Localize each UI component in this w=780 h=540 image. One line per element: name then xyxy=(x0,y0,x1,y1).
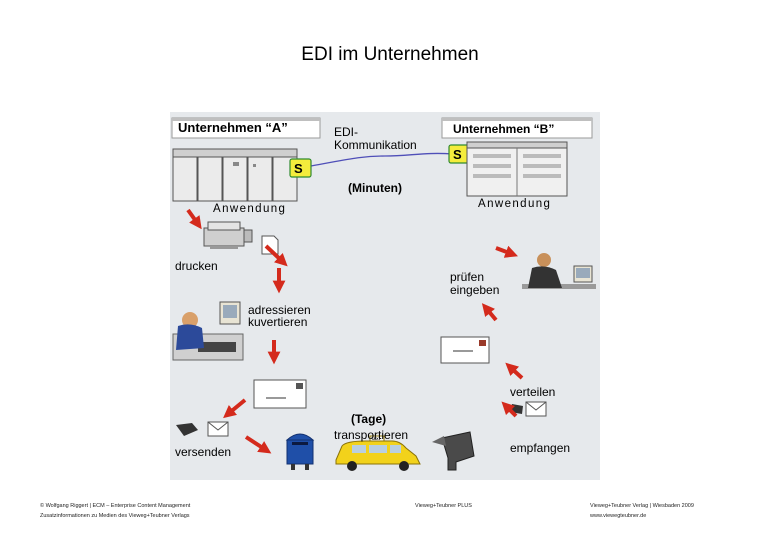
flow-arrow xyxy=(505,362,524,380)
office-worker-icon xyxy=(172,301,244,361)
days-label: (Tage) xyxy=(351,412,387,426)
hand-with-letter-icon xyxy=(510,401,547,417)
diagram-graphics xyxy=(171,117,596,471)
company-b-label: Unternehmen “B” xyxy=(453,122,555,136)
printer-icon xyxy=(203,221,253,249)
step-receive-label: empfangen xyxy=(510,441,571,455)
taxi-icon xyxy=(335,435,421,471)
footer-info: Zusatzinformationen zu Medien des Vieweg… xyxy=(40,513,190,519)
company-a-label: Unternehmen “A” xyxy=(178,120,288,135)
hand-with-letter-icon xyxy=(176,421,229,437)
document-icon xyxy=(261,235,279,255)
footer-publisher: Vieweg+Teubner Verlag | Wiesbaden 2009 xyxy=(590,503,694,509)
flow-arrow xyxy=(501,401,518,418)
flow-arrow xyxy=(244,435,272,454)
flow-arrow xyxy=(223,398,247,419)
step-print-label: drucken xyxy=(175,259,218,273)
mailbag-icon xyxy=(432,431,475,471)
envelope-icon xyxy=(253,379,307,409)
server-b-symbol: S xyxy=(453,147,462,162)
footer-center: Vieweg+Teubner PLUS xyxy=(415,503,472,509)
edi-label-line1: EDI- xyxy=(334,125,358,139)
flow-arrow xyxy=(186,208,202,230)
mainframe-icon xyxy=(172,148,298,202)
page-title: EDI im Unternehmen xyxy=(301,44,479,65)
application-b-label: Anwendung xyxy=(478,198,552,210)
edi-label-line2: Kommunikation xyxy=(334,138,417,152)
step-send-label: versenden xyxy=(175,445,232,459)
edi-connection-line xyxy=(310,152,454,167)
step-envelope-label: kuvertieren xyxy=(248,315,308,329)
step-check-label: prüfen xyxy=(450,270,485,284)
flow-arrow xyxy=(495,245,518,258)
flow-arrow xyxy=(481,303,498,322)
server-cabinet-icon xyxy=(466,141,568,197)
envelope-icon xyxy=(440,336,490,364)
office-worker-icon xyxy=(522,253,596,289)
company-a-header-box xyxy=(171,117,321,139)
server-a-symbol: S xyxy=(294,161,303,176)
step-distribute-label: verteilen xyxy=(510,385,556,399)
application-a-label: Anwendung xyxy=(213,203,287,215)
step-enter-label: eingeben xyxy=(450,283,500,297)
step-transport-label: transportieren xyxy=(334,428,409,442)
mailbox-icon xyxy=(285,433,315,470)
step-address-label: adressieren xyxy=(248,303,311,317)
server-a-badge xyxy=(289,158,312,178)
footer-copyright: © Wolfgang Riggert | ECM – Enterprise Co… xyxy=(40,503,191,509)
taxi-sign-label: TAXI xyxy=(371,436,380,441)
flow-arrow xyxy=(264,244,288,267)
company-b-header-box xyxy=(441,117,593,139)
footer-website[interactable]: www.viewegteubner.de xyxy=(590,513,647,519)
edi-diagram: Unternehmen “A” Unternehmen “B” EDI- Kom… xyxy=(170,112,600,480)
minutes-label: (Minuten) xyxy=(348,181,402,195)
